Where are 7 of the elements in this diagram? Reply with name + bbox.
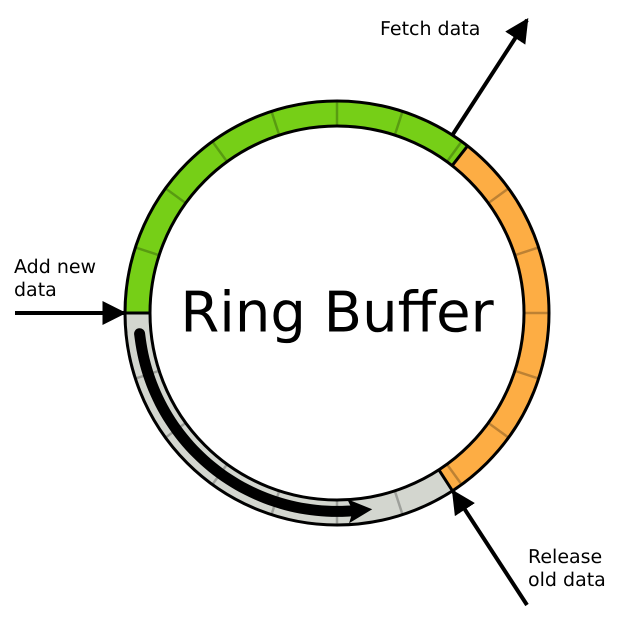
buffer-title: Ring Buffer: [180, 279, 494, 347]
arrow: [452, 490, 529, 606]
operation-label: Fetch data: [380, 18, 482, 41]
arrow: [451, 18, 529, 136]
operation-label: Release old data: [528, 546, 607, 592]
arrow: [15, 301, 126, 325]
operation-label: Add new data: [14, 256, 98, 302]
